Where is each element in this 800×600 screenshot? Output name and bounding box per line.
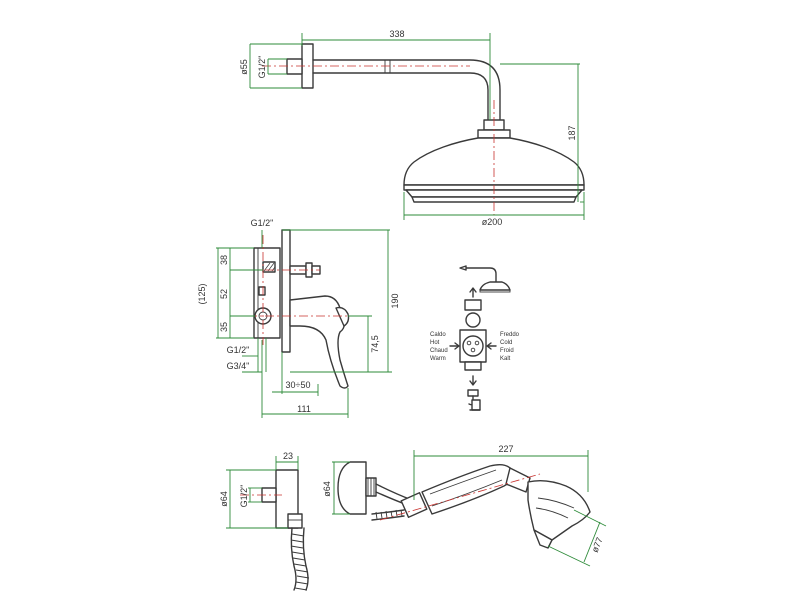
dim-125: (125) <box>197 283 207 304</box>
dim-thread-outlet: G1/2" <box>239 485 249 508</box>
dim-35: 35 <box>219 322 229 332</box>
dim-74-5: 74,5 <box>370 335 380 353</box>
shower-head-view: 338 187 ø55 G1/2" ø200 <box>239 29 585 227</box>
dim-30-50: 30÷50 <box>286 380 311 390</box>
label-hot-it: Caldo <box>430 332 446 338</box>
mixer-view: G1/2" 38 52 35 (125) 190 74,5 G1/2" G3/4… <box>197 218 400 418</box>
label-hot-de: Warm <box>430 356 446 362</box>
label-cold-fr: Froid <box>500 348 514 354</box>
dim-thread-g12: G1/2" <box>257 56 267 79</box>
dim-190: 190 <box>390 293 400 308</box>
dim-187: 187 <box>567 125 577 140</box>
dim-dia-200: ø200 <box>482 217 503 227</box>
label-cold-de: Kalt <box>500 356 511 362</box>
label-hot-fr: Chaud <box>430 348 448 354</box>
dim-dia-55: ø55 <box>239 59 249 75</box>
dim-38: 38 <box>219 255 229 265</box>
dim-338: 338 <box>389 29 404 39</box>
dim-dia-64-outlet: ø64 <box>219 491 229 507</box>
hand-shower-view: ø64 227 ø77 <box>322 444 607 567</box>
dim-52: 52 <box>219 289 229 299</box>
dim-111: 111 <box>297 404 311 414</box>
dim-23: 23 <box>283 451 293 461</box>
wall-outlet-view: 23 ø64 G1/2" <box>219 451 310 591</box>
dim-227: 227 <box>498 444 513 454</box>
dim-thread-mid: G1/2" <box>227 345 250 355</box>
dim-dia-64-hand: ø64 <box>322 481 332 497</box>
label-cold-it: Freddo <box>500 332 520 338</box>
dim-thread-top: G1/2" <box>251 218 274 228</box>
dim-thread-bottom: G3/4" <box>227 361 250 371</box>
dim-dia-77: ø77 <box>590 536 605 554</box>
label-cold-en: Cold <box>500 340 512 346</box>
label-hot-en: Hot <box>430 340 440 346</box>
flow-schematic: Caldo Hot Chaud Warm Freddo Cold Froid K… <box>430 265 520 411</box>
